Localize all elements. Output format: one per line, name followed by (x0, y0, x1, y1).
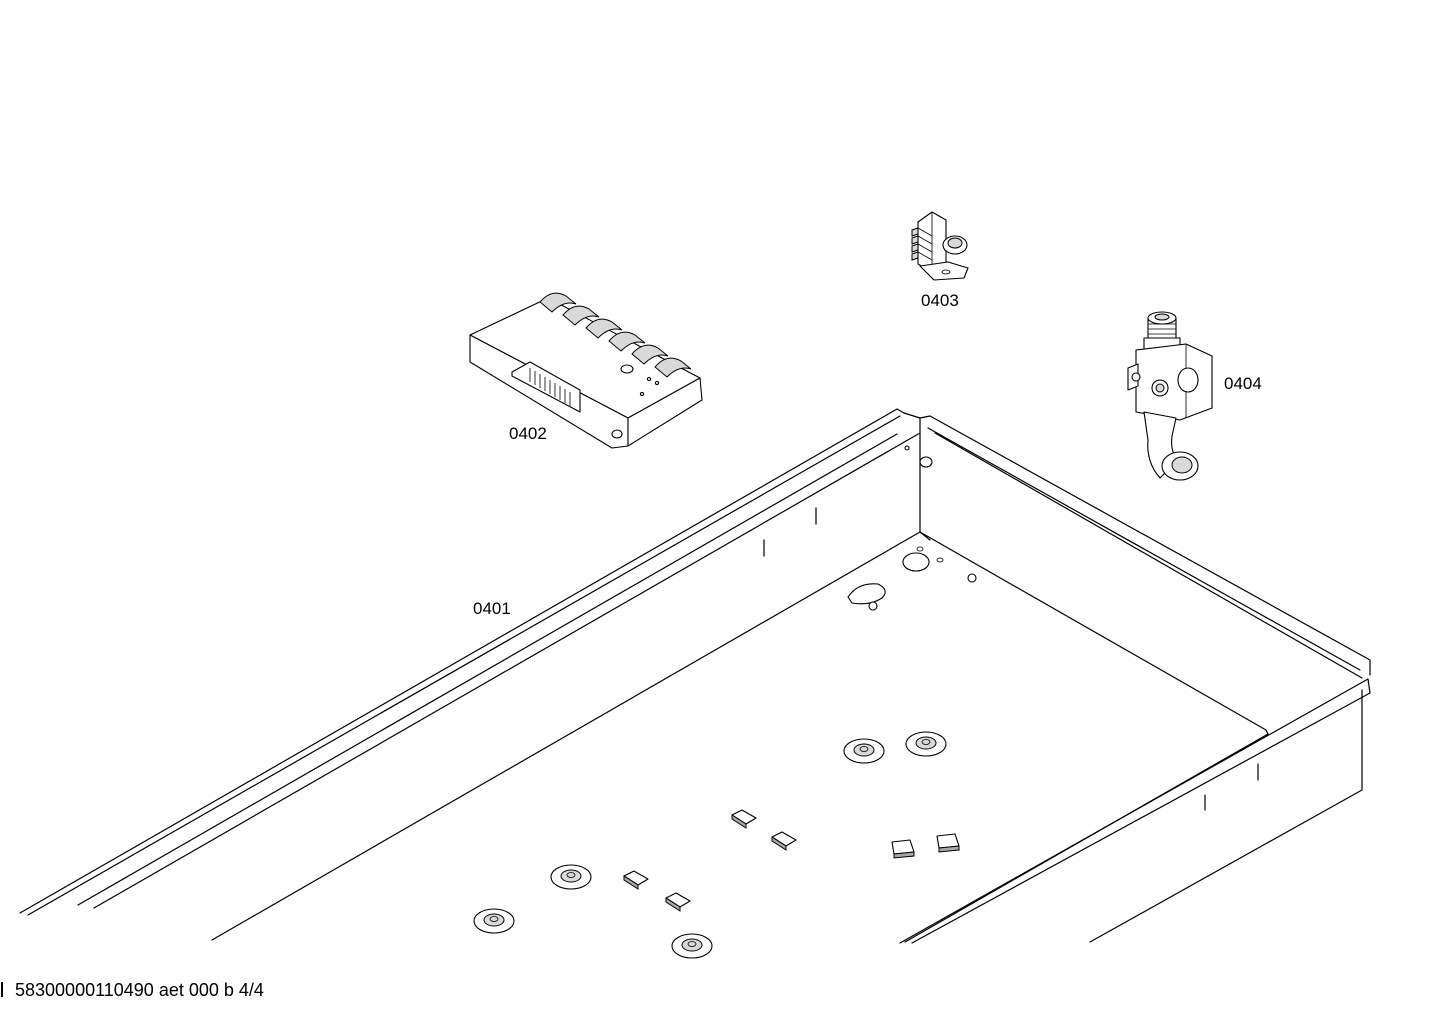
grommet (905, 731, 947, 757)
gas-valve-0404 (1127, 311, 1213, 481)
part-label-0404: 0404 (1224, 374, 1262, 393)
grommet (671, 933, 713, 959)
part-label-0401: 0401 (473, 599, 511, 618)
terminal-block-0403 (911, 211, 969, 281)
grommet (550, 864, 592, 890)
clip (623, 870, 649, 890)
clip (936, 833, 960, 853)
electronic-module-0402 (469, 292, 703, 449)
base-tray-0401 (19, 408, 1371, 959)
clip (665, 892, 691, 912)
drawing-reference-footer: 58300000110490 aet 000 b 4/4 (15, 980, 264, 1000)
grommet (843, 738, 885, 764)
part-label-0402: 0402 (509, 424, 547, 443)
part-label-0403: 0403 (921, 291, 959, 310)
clip (891, 839, 915, 859)
footer-marker (1, 982, 3, 997)
grommet (473, 908, 515, 934)
clip (731, 809, 757, 829)
clip (771, 831, 797, 851)
